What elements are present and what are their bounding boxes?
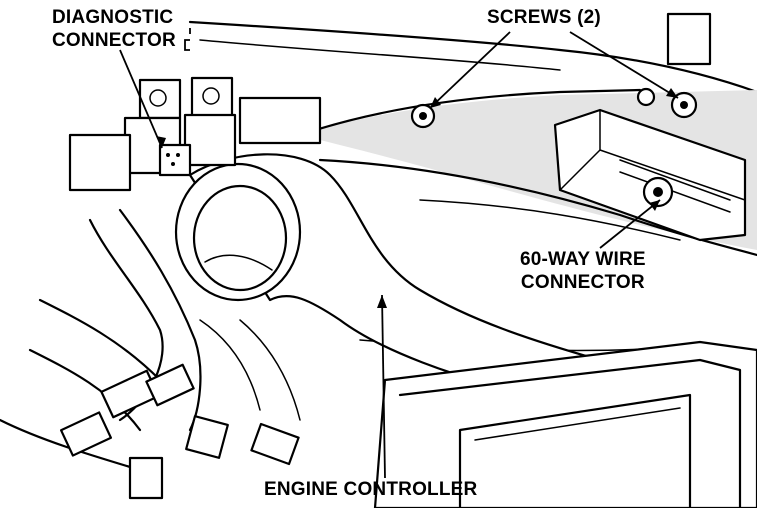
wire-connector-label: 60-WAY WIRE CONNECTOR — [520, 248, 646, 294]
wire-connector-label-line-2: CONNECTOR — [520, 272, 645, 293]
diagnostic-connector-label: DIAGNOSTIC CONNECTOR — [52, 6, 176, 52]
relay-5 — [183, 113, 237, 167]
hood-bracket — [666, 12, 712, 66]
relay-cluster — [68, 76, 322, 192]
harness-plugs — [59, 363, 300, 500]
diagnostic-connector-body — [158, 143, 192, 177]
screws-label: SCREWS (2) — [487, 7, 601, 28]
engine-controller-box — [373, 340, 757, 510]
connector-bolt — [642, 176, 674, 208]
relay-3 — [238, 96, 322, 145]
air-intake-duct — [174, 153, 602, 392]
screw-left — [410, 103, 436, 129]
engine-controller-label: ENGINE CONTROLLER — [264, 479, 478, 500]
wiring-harness — [0, 208, 301, 472]
diagnostic-connector-label-line-1: DIAGNOSTIC — [52, 7, 174, 28]
leader-lines — [119, 28, 679, 479]
wire-connector-body — [553, 108, 747, 242]
hood-edge — [188, 12, 757, 94]
screw-right — [636, 87, 698, 119]
wire-connector-label-line-1: 60-WAY WIRE — [520, 249, 646, 270]
diagnostic-connector-label-line-2: CONNECTOR — [52, 30, 176, 51]
relay-6 — [68, 133, 132, 192]
relay-2 — [190, 76, 234, 118]
